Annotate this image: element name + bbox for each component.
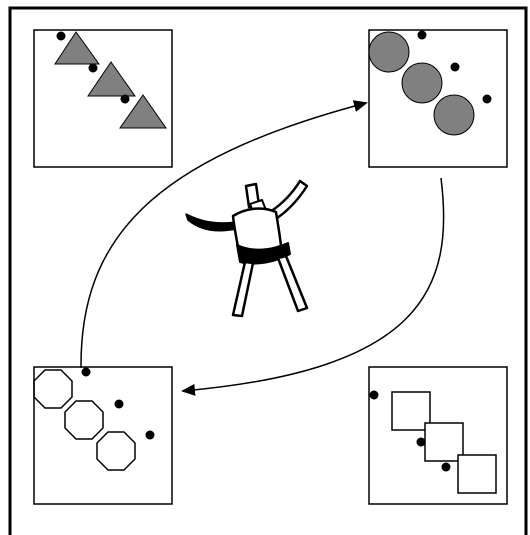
- square-shape: [457, 454, 497, 494]
- panel-frame: [33, 29, 173, 168]
- dots: [417, 30, 492, 104]
- dancing-figure-icon: [185, 179, 309, 318]
- octagon-shape: [64, 400, 104, 440]
- square-shapes: [391, 391, 497, 494]
- circle-shapes: [368, 31, 475, 136]
- square-shape: [424, 422, 464, 462]
- dot: [120, 94, 130, 104]
- dot: [88, 63, 98, 73]
- panel-top-left: [33, 29, 173, 168]
- dot: [416, 437, 426, 447]
- figure-right-leg: [276, 254, 309, 313]
- dot: [145, 430, 155, 440]
- figure-left-arm: [185, 213, 237, 232]
- dot: [81, 367, 91, 377]
- figure-right-arm: [268, 179, 309, 222]
- circle-shape: [433, 94, 475, 136]
- figure-torso: [231, 207, 283, 252]
- dot: [450, 62, 460, 72]
- dots: [369, 390, 451, 472]
- circle-shape: [368, 31, 410, 73]
- octagon-shape: [96, 431, 136, 471]
- dot: [482, 94, 492, 104]
- triangle-shapes: [54, 31, 167, 129]
- arrow-bottom-left-to-top-right: [80, 100, 368, 369]
- panel-top-right: [368, 29, 508, 168]
- triangle-shape: [87, 61, 136, 97]
- dot: [56, 31, 66, 41]
- octagon-shapes: [33, 369, 136, 471]
- arrow-top-right-to-bottom-left: [181, 177, 445, 396]
- circle-shape: [401, 62, 443, 104]
- figure-left-leg: [231, 260, 255, 318]
- square-shape: [391, 391, 431, 431]
- dot: [441, 462, 451, 472]
- dot: [114, 399, 124, 409]
- triangle-shape: [119, 94, 167, 129]
- octagon-shape: [33, 369, 73, 409]
- dots: [81, 367, 155, 440]
- outer-frame: [8, 6, 528, 535]
- dots: [56, 31, 130, 104]
- triangle-shape: [54, 31, 100, 65]
- panel-bottom-left: [33, 366, 173, 505]
- panel-bottom-right: [368, 366, 508, 505]
- dot: [369, 390, 379, 400]
- dot: [417, 30, 427, 40]
